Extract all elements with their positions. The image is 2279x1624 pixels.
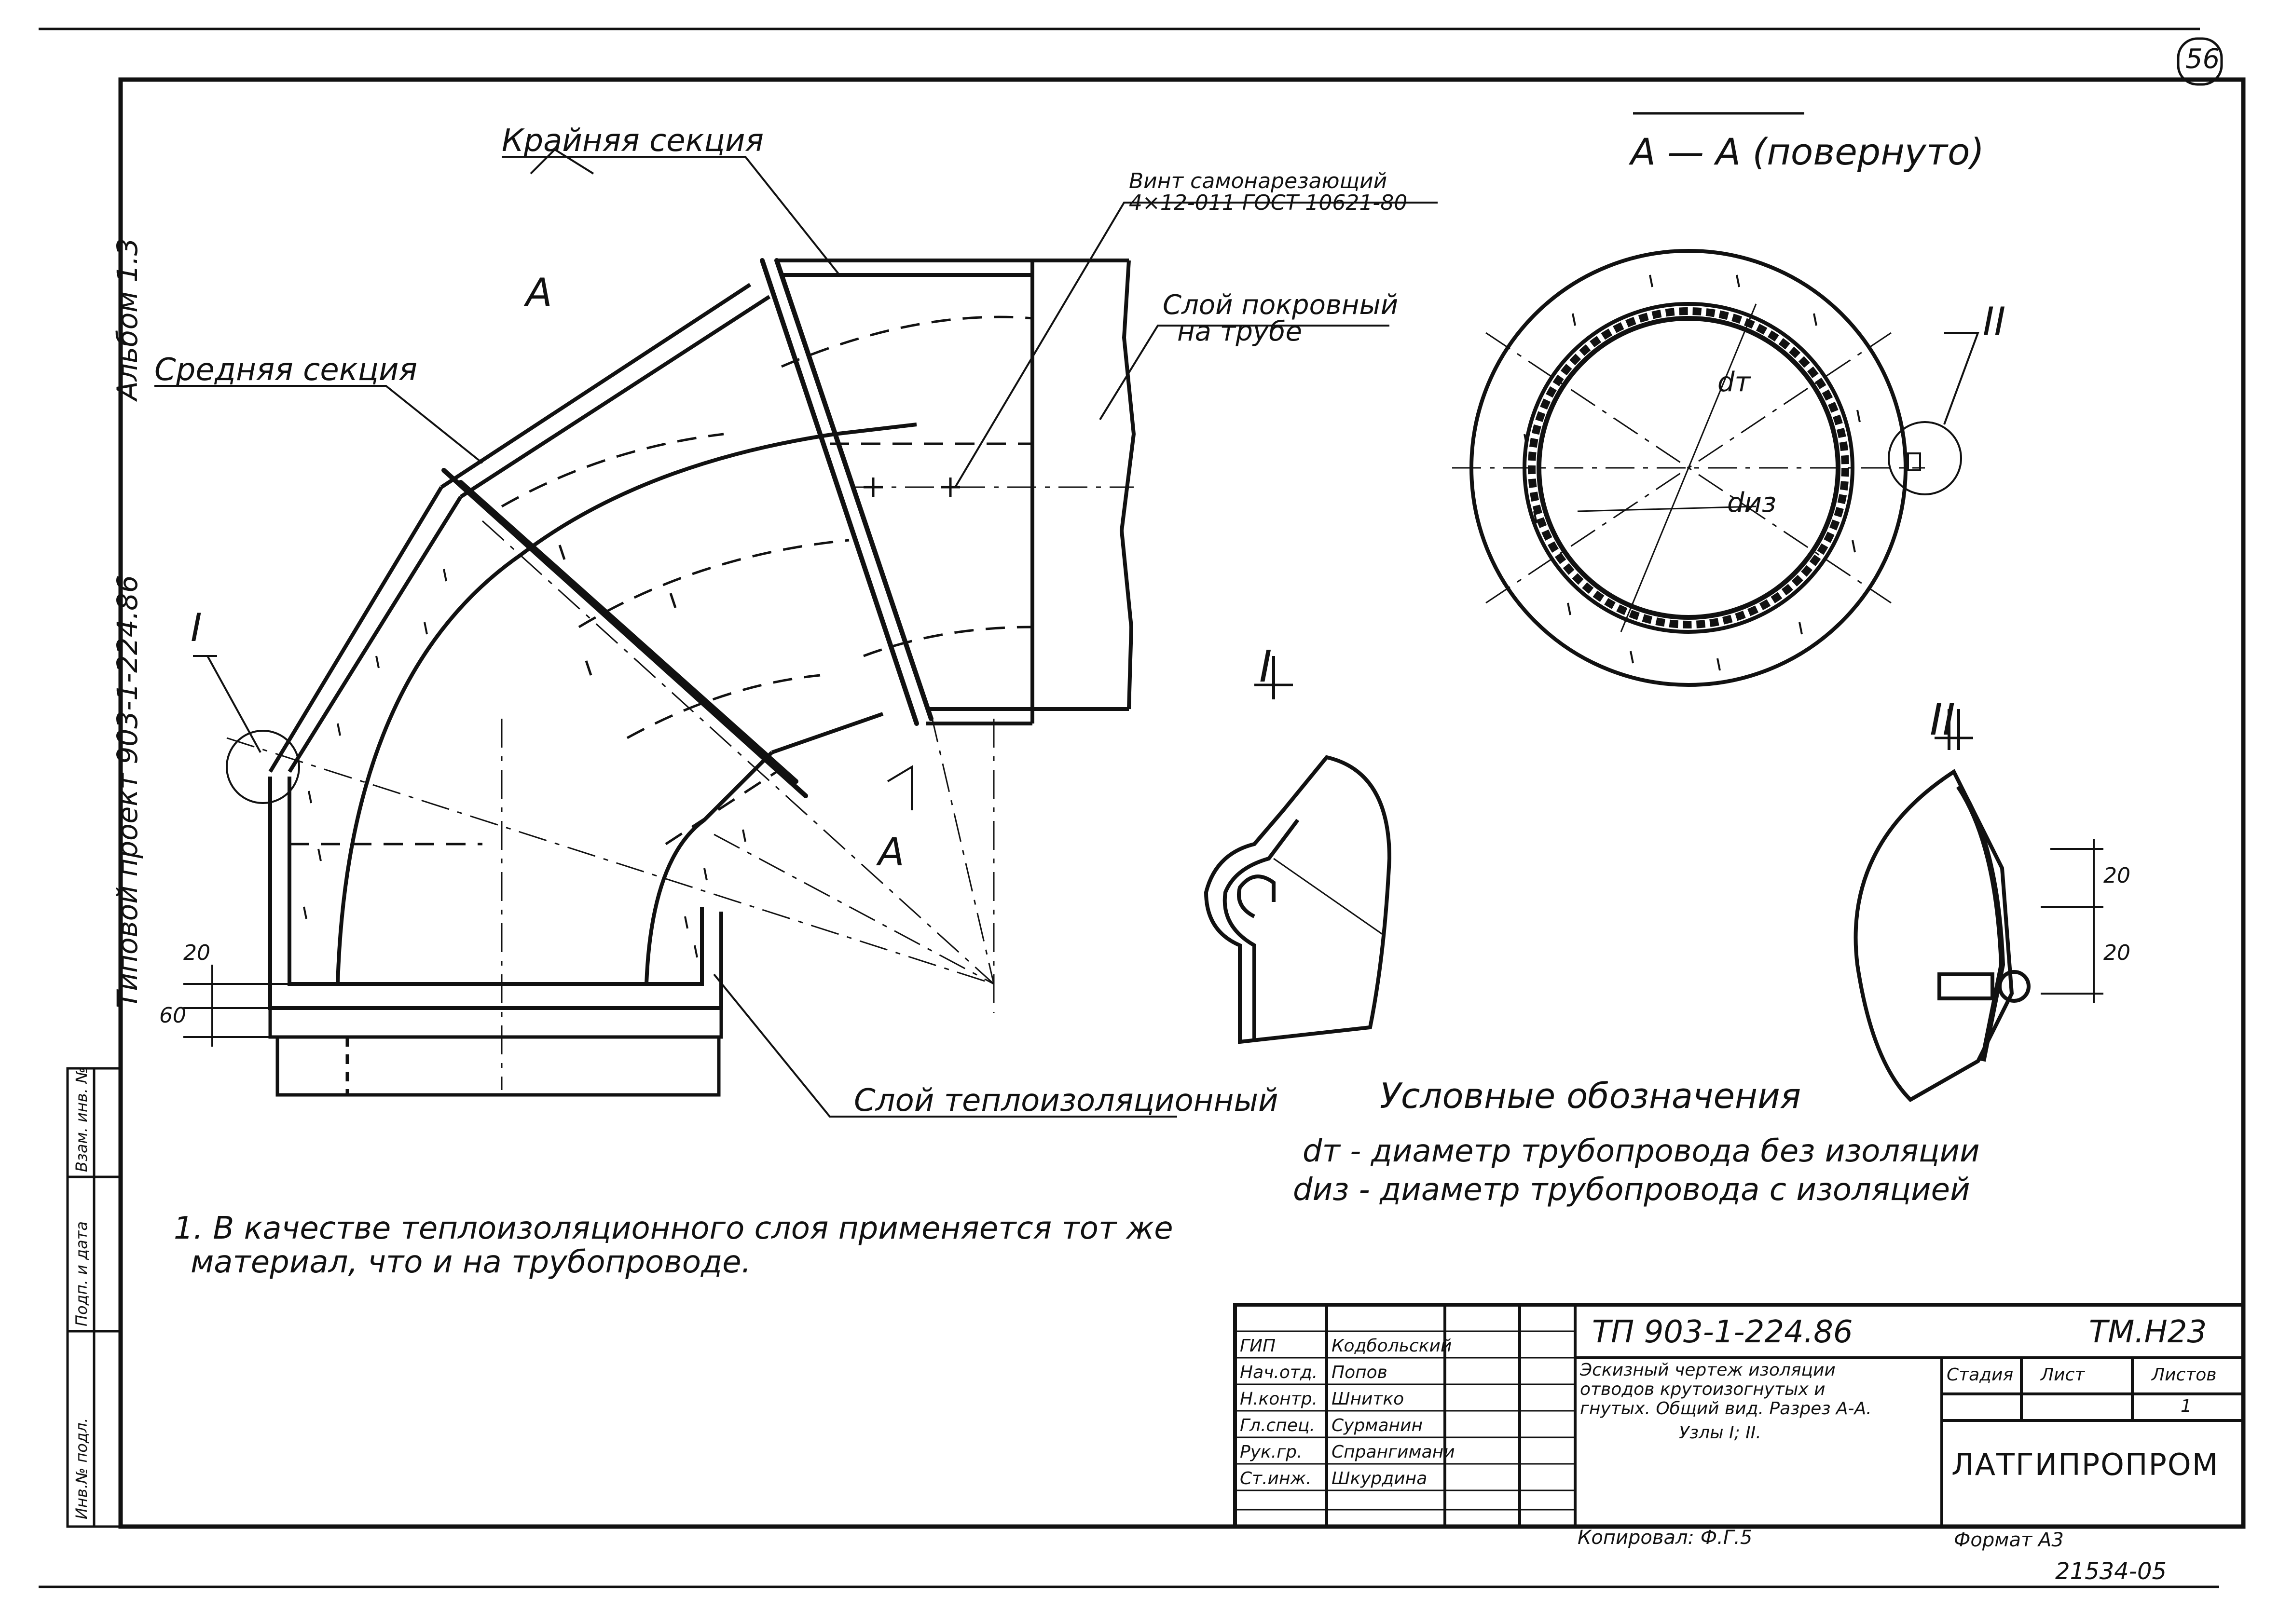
- node-i-callout: I: [191, 605, 202, 650]
- tb-role-0: ГИП: [1240, 1336, 1276, 1356]
- dim-20-label: 20: [183, 941, 210, 965]
- insulation-layer-label: Слой теплоизоляционный: [854, 1083, 1278, 1119]
- tb-role-5: Ст.инж.: [1240, 1469, 1312, 1488]
- tb-copied: Копировал: Ф.Г.5: [1578, 1527, 1753, 1549]
- tb-role-1: Нач.отд.: [1240, 1363, 1318, 1382]
- legend-line2: dиз - диаметр трубопровода с изоляцией: [1293, 1172, 1970, 1208]
- stamp-cell-1: Инв.№ подл.: [72, 1418, 91, 1519]
- tb-name-2: Шнитко: [1332, 1389, 1404, 1409]
- tb-col-sheet: Лист: [2041, 1365, 2085, 1385]
- tb-name-4: Спрангимани: [1332, 1442, 1455, 1462]
- legend-line1: dт - диаметр трубопровода без изоляции: [1303, 1133, 1980, 1169]
- tb-code: ТП 903-1-224.86: [1592, 1314, 1853, 1350]
- sheet-number: 56: [2185, 43, 2220, 75]
- note-line1: 1. В качестве теплоизоляционного слоя пр…: [174, 1211, 1173, 1246]
- pipe-lower: [268, 1006, 723, 1097]
- tb-sheet-code: ТМ.Н23: [2089, 1314, 2207, 1350]
- tb-name-5: Шкурдина: [1332, 1469, 1428, 1488]
- cover-layer-line2: на трубе: [1177, 316, 1303, 347]
- tb-title-line3: гнутых. Общий вид. Разрез А-А.: [1580, 1399, 1872, 1419]
- section-diz-label: dиз: [1727, 487, 1776, 519]
- album-label: Альбом 1.3: [111, 238, 144, 400]
- tb-name-1: Попов: [1332, 1363, 1387, 1382]
- detail-ii-title: II: [1930, 695, 1956, 745]
- tb-org: ЛАТГИПРОПРОМ: [1951, 1447, 2219, 1482]
- section-a-a-title: А — А (повернуто): [1631, 130, 1985, 173]
- sheet-border: [39, 27, 2246, 1588]
- insulation-hatch: [303, 569, 746, 958]
- detail-ii: [1853, 709, 2103, 1102]
- title-block: [1233, 1303, 2245, 1528]
- section-hatch: [1524, 274, 1861, 671]
- dimension-20-60: [183, 965, 289, 1047]
- tb-col-stage: Стадия: [1947, 1365, 2014, 1385]
- legend-title: Условные обозначения: [1380, 1076, 1801, 1116]
- tb-title-line2: отводов крутоизогнутых и: [1580, 1379, 1826, 1399]
- tb-role-3: Гл.спец.: [1240, 1416, 1315, 1435]
- detail-ii-dim-top: 20: [2103, 863, 2130, 888]
- detail-i-title: I: [1259, 641, 1272, 692]
- tb-role-4: Рук.гр.: [1240, 1442, 1303, 1462]
- section-a-a: [1452, 112, 1979, 687]
- elbow-joints: [441, 258, 934, 798]
- callout-leaders: [154, 148, 1438, 1118]
- stamp-cell-3: Взам. инв. №: [72, 1067, 91, 1172]
- tb-name-3: Сурманин: [1332, 1416, 1423, 1435]
- stamp-cell-2: Подп. и дата: [72, 1221, 91, 1326]
- tb-role-2: Н.контр.: [1240, 1389, 1318, 1409]
- node-ii-callout: II: [1983, 299, 2006, 344]
- detail-i: [1204, 656, 1392, 1044]
- screw-label-line1: Винт самонарезающий: [1129, 169, 1387, 193]
- tb-format: Формат А3: [1954, 1529, 2064, 1551]
- tb-title-line1: Эскизный чертеж изоляции: [1580, 1360, 1836, 1380]
- side-stamp: [66, 1067, 122, 1528]
- cover-layer-line1: Слой покровный: [1163, 289, 1399, 321]
- tb-archive: 21534-05: [2055, 1558, 2167, 1585]
- dim-60-label: 60: [159, 1003, 186, 1028]
- project-label: Типовой проект 903-1-224.86: [111, 575, 144, 1008]
- elbow-outline: [268, 259, 1136, 1010]
- detail-ii-dim-bottom: 20: [2103, 941, 2130, 965]
- elbow-hidden-lines: [289, 315, 1033, 846]
- tb-name-0: Кодбольский: [1332, 1336, 1452, 1356]
- tb-sheets-value: 1: [2181, 1396, 2192, 1416]
- middle-section-label: Средняя секция: [154, 352, 417, 388]
- tb-title-line4: Узлы I; II.: [1679, 1423, 1761, 1443]
- screw-label-line2: 4×12-011 ГОСТ 10621-80: [1129, 191, 1408, 215]
- note-line2: материал, что и на трубопроводе.: [191, 1244, 751, 1280]
- tb-col-sheets: Листов: [2152, 1365, 2217, 1385]
- section-a-top-label: А: [526, 270, 552, 315]
- outer-section-label: Крайняя секция: [502, 123, 764, 159]
- section-a-bottom-label: А: [878, 830, 905, 874]
- section-dm-label: dт: [1717, 367, 1751, 398]
- screw-marks: [558, 478, 960, 676]
- center-lines: [226, 486, 1134, 1090]
